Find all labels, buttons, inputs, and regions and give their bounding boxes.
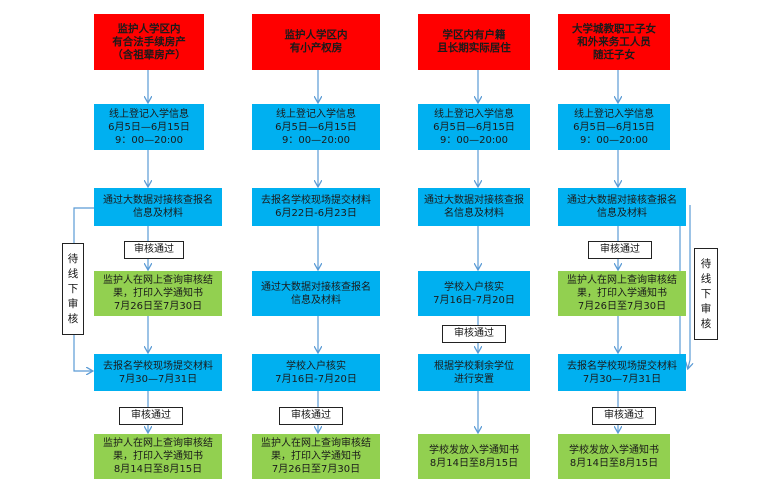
col3-header: 学区内有户籍 且长期实际居住: [418, 14, 530, 70]
col1-header: 监护人学区内 有合法手续房产 （含祖辈房产）: [94, 14, 204, 70]
right-offline-review-label: 待 线 下 审 核: [694, 248, 718, 340]
col4-header: 大学城教职工子女 和外来务工人员 随迁子女: [558, 14, 670, 70]
col3-placement: 根据学校剩余学位 进行安置: [418, 354, 530, 391]
col1-online-registration: 线上登记入学信息 6月5日—6月15日 9：00—20:00: [94, 104, 204, 150]
col4-bigdata-check: 通过大数据对接核查报名 信息及材料: [558, 188, 686, 226]
col2-bigdata-check: 通过大数据对接核查报名 信息及材料: [252, 271, 380, 316]
col4-pass-label-1: 审核通过: [588, 241, 652, 259]
col2-final-notice: 监护人在网上查询审核结 果，打印入学通知书 7月26日至7月30日: [252, 434, 380, 479]
col3-final-notice: 学校发放入学通知书 8月14日至8月15日: [418, 434, 530, 479]
col1-pass-label-1: 审核通过: [124, 241, 184, 259]
col4-onsite-submission: 去报名学校现场提交材料 7月30—7月31日: [558, 354, 686, 391]
col3-home-verification: 学校入户核实 7月16日-7月20日: [418, 271, 530, 316]
col2-header: 监护人学区内 有小产权房: [252, 14, 380, 70]
col4-result-query: 监护人在网上查询审核结 果，打印入学通知书 7月26日至7月30日: [558, 271, 686, 316]
left-offline-review-label: 待 线 下 审 核: [62, 243, 84, 335]
col4-final-notice: 学校发放入学通知书 8月14日至8月15日: [558, 434, 670, 479]
col4-online-registration: 线上登记入学信息 6月5日—6月15日 9：00—20:00: [558, 104, 670, 150]
col1-bigdata-check: 通过大数据对接核查报名 信息及材料: [94, 188, 222, 226]
col2-onsite-submission: 去报名学校现场提交材料 6月22日-6月23日: [252, 188, 380, 226]
col2-home-verification: 学校入户核实 7月16日-7月20日: [252, 354, 380, 391]
col3-online-registration: 线上登记入学信息 6月5日—6月15日 9：00—20:00: [418, 104, 530, 150]
col1-final-notice: 监护人在网上查询审核结 果，打印入学通知书 8月14日至8月15日: [94, 434, 222, 479]
col3-pass-label-1: 审核通过: [442, 325, 506, 343]
col3-bigdata-check: 通过大数据对接核查报 名信息及材料: [418, 188, 530, 226]
col2-pass-label-2: 审核通过: [279, 407, 343, 425]
col2-online-registration: 线上登记入学信息 6月5日—6月15日 9：00—20:00: [252, 104, 380, 150]
col1-onsite-submission: 去报名学校现场提交材料 7月30—7月31日: [94, 354, 222, 391]
col1-result-query: 监护人在网上查询审核结 果，打印入学通知书 7月26日至7月30日: [94, 271, 222, 316]
col1-pass-label-2: 审核通过: [119, 407, 183, 425]
col4-pass-label-2: 审核通过: [592, 407, 656, 425]
